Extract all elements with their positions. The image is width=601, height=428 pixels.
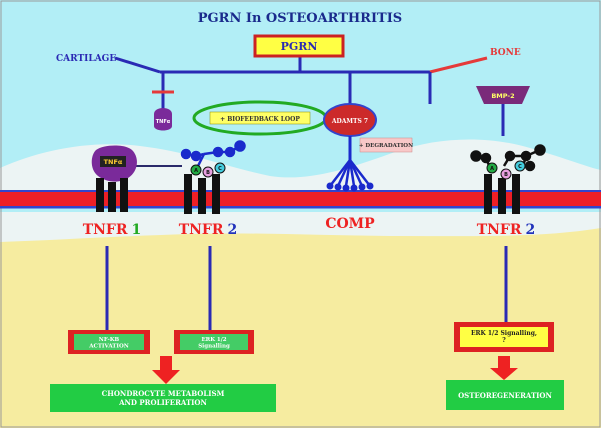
bmp2-trapezoid [476,86,530,104]
svg-text:C: C [518,164,522,170]
svg-text:C: C [218,166,222,172]
degradation-box [359,137,413,153]
bmp2-label: BMP-2 [491,92,514,100]
tnfr1-receptor [96,178,128,212]
cartilage-label: CARTILAGE [56,54,116,64]
bone-label: BONE [490,48,521,58]
svg-text:B: B [504,172,508,178]
cell-membrane [0,192,601,206]
osteoregen-arrow [490,356,518,380]
tnfr2-left-chain [180,140,246,171]
nfkb-line1: NF-KB [99,337,120,343]
cartilage-layer [0,139,601,196]
nfkb-box-inner [74,334,144,350]
svg-text:A: A [194,168,198,174]
comp-globes [326,182,374,192]
tnf-alpha-box [100,156,126,167]
comp-structure [329,159,371,187]
erk-right-label: ERK 1/2 Signalling,? [471,330,537,344]
chondrocyte-arrow [152,356,180,384]
cartilage-lower-edge [0,212,601,242]
tnfr2-right-subunits: A B C [486,160,526,180]
adamts-label: ADAMTS 7 [331,118,368,125]
svg-text:B: B [206,170,210,176]
pgrn-right-branch [429,56,488,74]
erk-right-box-inner [460,327,548,347]
degradation-label: + DEGRADATION [359,143,413,149]
erk-left-box-inner [180,334,248,350]
biofeedback-label: + BIOFEEDBACK LOOP [220,116,300,123]
tnfr2-right-chain [470,144,546,172]
osteoregen-box [446,380,564,410]
svg-text:A: A [490,166,494,172]
membrane-blue-top [0,190,601,193]
tnfr2-right-receptor [484,174,520,214]
pgrn-label: PGRN [281,40,318,53]
pgrn-box [253,34,345,58]
tnf-small-shape [154,108,172,131]
cartilage-connector [114,56,161,74]
membrane-blue-bottom [0,206,601,209]
comp-label: COMP [325,216,375,232]
tnfr2-left-subunits: A B C [190,162,226,178]
biofeedback-box [209,111,311,125]
chondrocyte-box [50,384,276,412]
diagram-title: PGRN In OSTEOARTHRITIS [198,11,402,26]
tnf-alpha-label: TNFα [104,158,123,166]
osteoregen-label: OSTEOREGENERATION [458,391,552,400]
nfkb-line2: ACTIVATION [88,344,129,350]
tnfr2-left-receptor [184,174,220,214]
tnf-small-label: TNFα [156,119,171,125]
